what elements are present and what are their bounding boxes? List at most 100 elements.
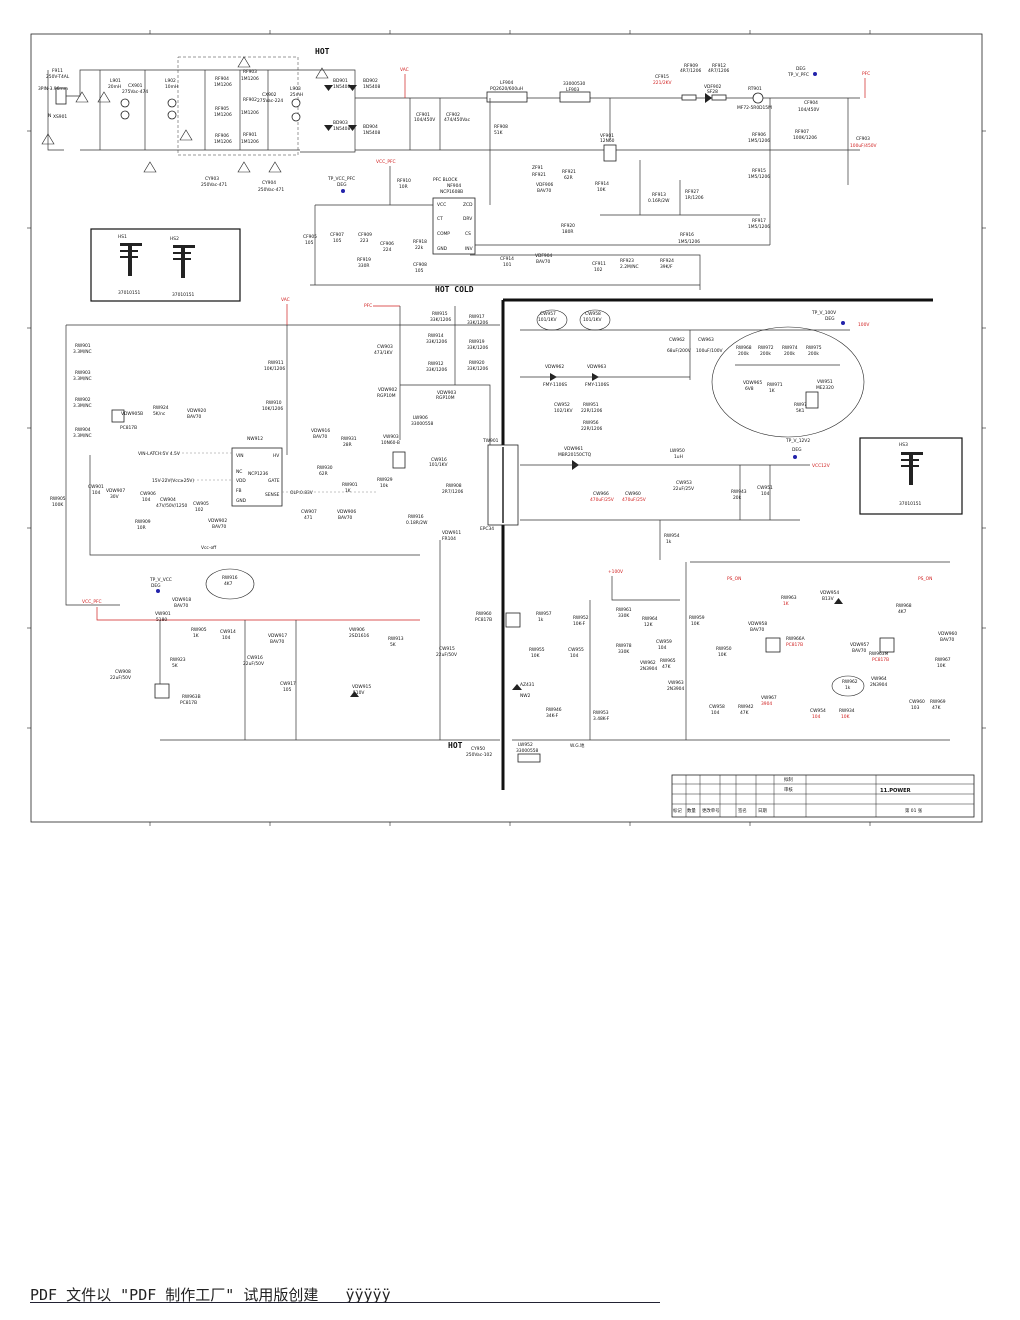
svg-text:RW942: RW942 (738, 704, 754, 710)
pfc-label: PFC (862, 71, 870, 77)
svg-text:CW959: CW959 (656, 639, 672, 645)
hot-label-bottom: HOT (448, 741, 463, 750)
svg-text:47K: 47K (932, 705, 941, 711)
hs1-label: HS1 (118, 234, 127, 240)
svg-text:RW946: RW946 (546, 707, 562, 713)
svg-text:CW908: CW908 (115, 669, 131, 675)
plus100v-label: +100V (608, 569, 623, 575)
svg-text:1M1206: 1M1206 (214, 112, 232, 118)
svg-text:VDW902: VDW902 (378, 387, 397, 393)
svg-text:10K: 10K (691, 621, 700, 627)
svg-text:VDW958: VDW958 (748, 621, 767, 627)
svg-text:CW951: CW951 (757, 485, 773, 491)
svg-text:BD902: BD902 (363, 78, 378, 84)
svg-text:2N3904: 2N3904 (640, 666, 657, 672)
svg-text:CW907: CW907 (301, 509, 317, 515)
svg-text:RW913: RW913 (388, 636, 404, 642)
svg-text:RF913: RF913 (652, 192, 666, 198)
svg-text:10K: 10K (531, 653, 540, 659)
svg-text:RF902: RF902 (243, 97, 257, 103)
svg-text:1M1206: 1M1206 (241, 110, 259, 116)
svg-text:RT901: RT901 (748, 86, 762, 92)
svg-text:VDW960: VDW960 (938, 631, 957, 637)
svg-text:2.2M/NC: 2.2M/NC (620, 264, 639, 270)
svg-text:100uF/100V: 100uF/100V (696, 348, 723, 354)
tp-vcc-pfc-label: TP_VCC_PFC (327, 176, 355, 182)
svg-text:ME2320: ME2320 (816, 385, 834, 391)
svg-text:ZF91: ZF91 (532, 165, 543, 171)
svg-text:104: 104 (222, 635, 231, 641)
svg-text:330K: 330K (618, 649, 629, 655)
svg-text:RW956: RW956 (583, 420, 599, 426)
svg-text:RW912: RW912 (428, 361, 444, 367)
svg-text:1k: 1k (538, 617, 544, 623)
svg-text:3.3M/NC: 3.3M/NC (73, 349, 92, 355)
svg-text:RF927: RF927 (685, 189, 699, 195)
svg-text:RW908: RW908 (446, 483, 462, 489)
svg-text:102: 102 (195, 507, 204, 513)
svg-text:RW943: RW943 (731, 489, 747, 495)
svg-text:RW967: RW967 (935, 657, 951, 663)
svg-text:CW903: CW903 (377, 344, 393, 350)
svg-text:RF903: RF903 (243, 69, 257, 75)
svg-text:VF901: VF901 (600, 133, 614, 139)
pfc-ic-part: NCP1608B (440, 189, 463, 195)
svg-text:PC817B: PC817B (180, 700, 197, 706)
svg-text:PC817B: PC817B (872, 657, 889, 663)
svg-text:1k: 1k (666, 539, 672, 545)
tp-v-pfc-label: TP_V_PFC (787, 72, 809, 78)
svg-text:CW905: CW905 (193, 501, 209, 507)
svg-text:RW961: RW961 (616, 607, 632, 613)
svg-text:L902: L902 (165, 78, 176, 84)
vcc-pfc-label: VCC_PFC (376, 159, 396, 165)
svg-text:12K: 12K (644, 622, 653, 628)
svg-text:CW954: CW954 (810, 708, 826, 714)
svg-text:104/450V: 104/450V (414, 117, 435, 123)
olp-label: OLP:0.83V (290, 490, 313, 496)
svg-text:RF919: RF919 (357, 257, 371, 263)
svg-text:105: 105 (283, 687, 292, 693)
svg-text:30V: 30V (110, 494, 119, 500)
ps-on-label-2: PS_ON (918, 576, 932, 582)
svg-text:RF923: RF923 (620, 258, 634, 264)
svg-text:CW955: CW955 (568, 647, 584, 653)
svg-text:RW930: RW930 (317, 465, 333, 471)
svg-text:VDW954: VDW954 (820, 590, 839, 596)
svg-text:CF914: CF914 (500, 256, 514, 262)
svg-text:RF912: RF912 (712, 63, 726, 69)
svg-text:33000558: 33000558 (411, 421, 434, 427)
svg-text:CW966: CW966 (593, 491, 609, 497)
svg-text:1M1206: 1M1206 (214, 82, 232, 88)
svg-text:5180: 5180 (156, 617, 167, 623)
svg-text:33K/1206: 33K/1206 (467, 366, 488, 372)
pfc-label-2: PFC (364, 303, 372, 309)
svg-text:RF906: RF906 (215, 133, 229, 139)
svg-text:GND: GND (437, 246, 448, 252)
svg-text:1k: 1k (845, 685, 851, 691)
svg-text:RW978: RW978 (616, 643, 632, 649)
svg-text:1M5/1206: 1M5/1206 (748, 138, 770, 144)
svg-text:RW905: RW905 (191, 627, 207, 633)
svg-text:1M1206: 1M1206 (241, 76, 259, 82)
svg-text:CW916: CW916 (431, 457, 447, 463)
svg-text:VW903: VW903 (383, 434, 399, 440)
svg-text:RW909: RW909 (135, 519, 151, 525)
svg-text:RW916: RW916 (222, 575, 238, 581)
svg-text:200k: 200k (760, 351, 771, 357)
svg-text:RW952: RW952 (573, 615, 589, 621)
svg-text:1K: 1K (783, 601, 789, 607)
svg-text:1K: 1K (769, 388, 775, 394)
svg-text:RW951: RW951 (583, 402, 599, 408)
svg-text:20k: 20k (733, 495, 742, 501)
svg-text:330K: 330K (618, 613, 629, 619)
svg-text:RW960: RW960 (476, 611, 492, 617)
svg-text:1N5408: 1N5408 (363, 84, 380, 90)
svg-text:RW963M: RW963M (869, 651, 889, 657)
svg-text:CT: CT (437, 216, 443, 222)
svg-text:BAV70: BAV70 (270, 639, 285, 645)
svg-text:2N3904: 2N3904 (870, 682, 887, 688)
